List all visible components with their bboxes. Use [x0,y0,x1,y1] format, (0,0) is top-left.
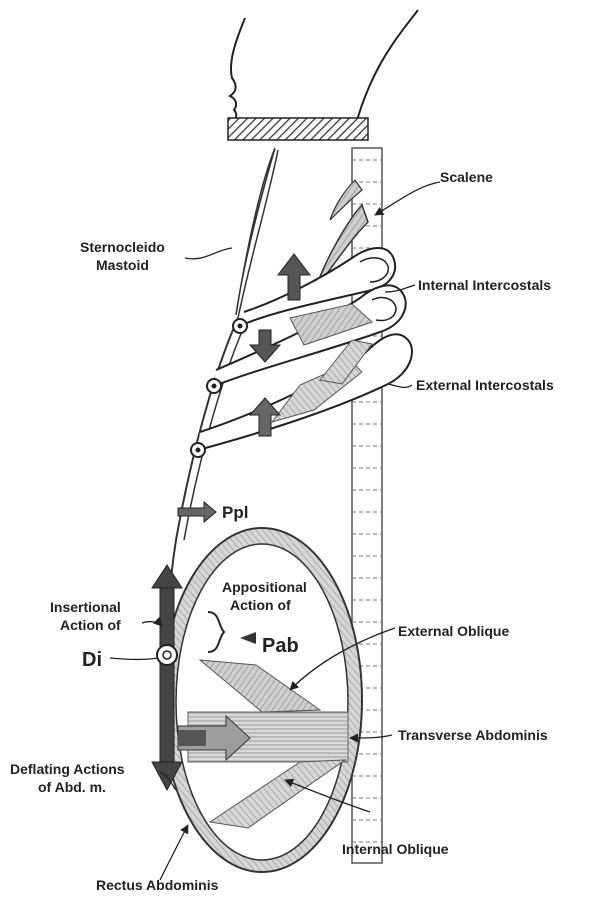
deflating-arrow-tail [178,730,206,746]
label-ppl: Ppl [222,503,248,522]
label-insertional-1: Insertional [50,599,121,615]
jaw-hatched-band [228,118,368,140]
label-internal-oblique: Internal Oblique [342,841,449,857]
label-sternocleido-2: Mastoid [96,257,149,273]
label-appositional-1: Appositional [222,579,307,595]
head-profile [230,10,418,128]
label-insertional-2: Action of [60,617,121,633]
label-transverse-abdominis: Transverse Abdominis [398,727,548,743]
label-external-oblique: External Oblique [398,623,509,639]
label-sternocleido-1: Sternocleido [80,239,165,255]
label-external-intercostals: External Intercostals [416,377,554,393]
label-internal-intercostals: Internal Intercostals [418,277,551,293]
sternocleidomastoid-outline [238,150,278,318]
label-deflating-1: Deflating Actions [10,761,125,777]
label-di: Di [82,649,102,671]
label-scalene: Scalene [440,169,493,185]
sternocleidomastoid-muscle [236,148,275,315]
label-appositional-2: Action of [230,597,291,613]
label-rectus-abdominis: Rectus Abdominis [96,877,219,893]
label-pab: Pab [262,635,299,657]
ppl-arrow [178,502,216,522]
label-deflating-2: of Abd. m. [38,779,106,795]
